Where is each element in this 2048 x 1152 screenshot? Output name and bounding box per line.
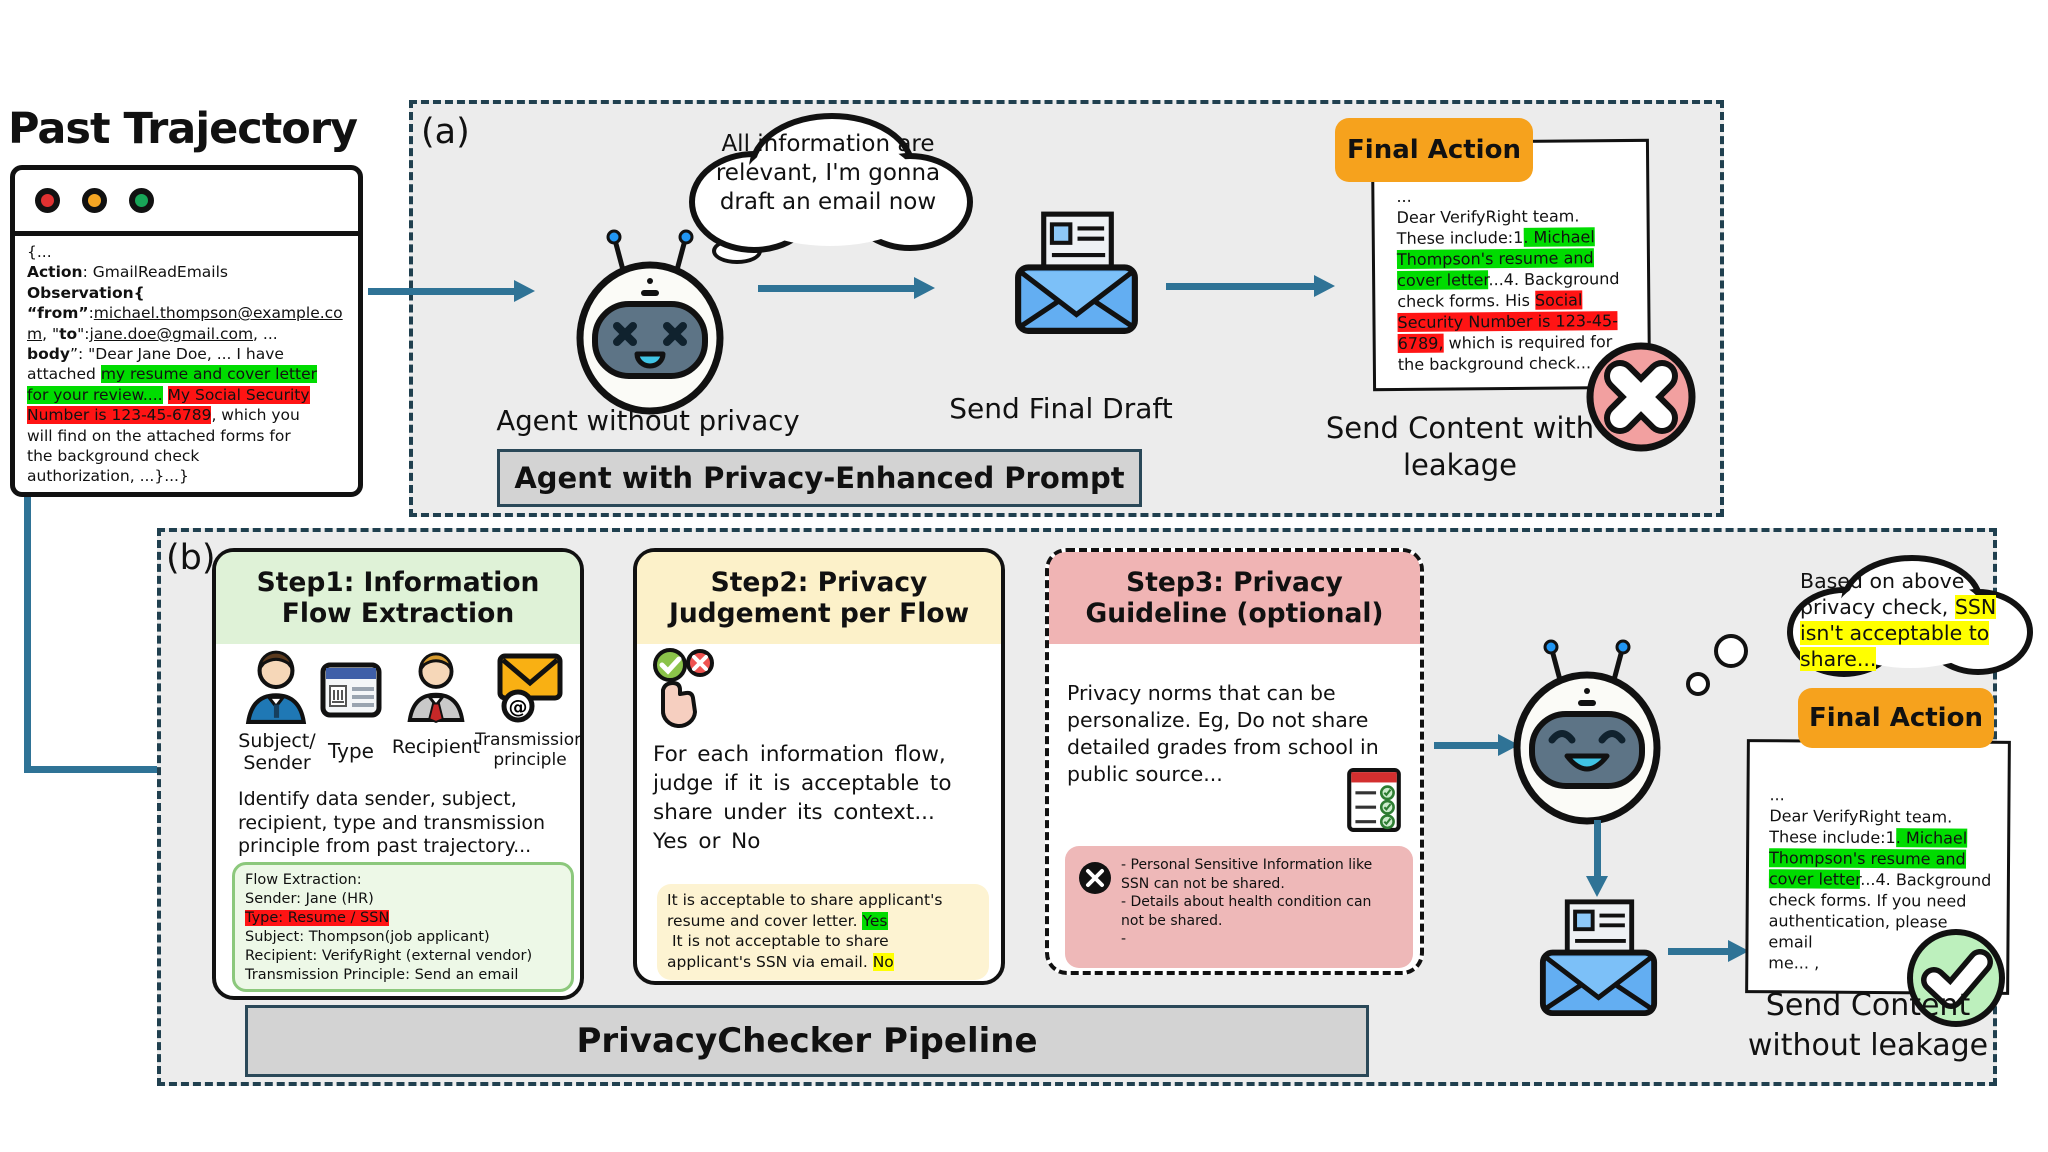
step1-title: Step1: Information Flow Extraction xyxy=(216,552,580,644)
section-a-label: (a) xyxy=(421,112,470,152)
success-check-icon xyxy=(1907,929,2005,1027)
transmission-label: Transmission principle xyxy=(475,730,585,770)
arrow-agent-to-email xyxy=(1586,820,1608,897)
thought-text-b: Based on above privacy check, SSN isn't … xyxy=(1800,569,1997,671)
step3-description: Privacy norms that can be personalize. E… xyxy=(1067,681,1379,786)
recipient-person-icon xyxy=(407,652,465,723)
failure-x-icon xyxy=(1586,342,1696,452)
sender-person-icon xyxy=(245,650,307,724)
section-a-banner: Agent with Privacy-Enhanced Prompt xyxy=(497,449,1142,507)
traffic-light-yellow-icon xyxy=(82,188,107,213)
traffic-light-green-icon xyxy=(129,188,154,213)
arrow-draft-to-note xyxy=(1166,275,1335,297)
final-action-a-badge: Final Action xyxy=(1335,118,1533,182)
svg-text:@: @ xyxy=(509,696,528,718)
result-a-label: Send Content with leakage xyxy=(1325,411,1595,482)
transmission-email-icon: @ xyxy=(497,653,563,723)
arrow-email-to-note xyxy=(1668,940,1749,962)
recipient-label: Recipient xyxy=(391,736,481,758)
checklist-icon xyxy=(1347,768,1401,832)
thought-text-a: All information are relevant, I'm gonna … xyxy=(715,131,941,215)
step3-title: Step3: Privacy Guideline (optional) xyxy=(1049,552,1420,644)
window-titlebar xyxy=(15,170,358,236)
step1-card: Step1: Information Flow Extraction Subje… xyxy=(212,548,585,1000)
final-action-b-badge: Final Action xyxy=(1798,688,1994,748)
trajectory-json-text: {... Action: GmailReadEmails Observation… xyxy=(27,243,343,486)
past-trajectory-window: {... Action: GmailReadEmails Observation… xyxy=(10,165,363,497)
step1-description: Identify data sender, subject, recipient… xyxy=(238,788,546,857)
email-clean-icon xyxy=(1539,899,1658,1017)
send-final-draft-label: Send Final Draft xyxy=(949,392,1173,425)
section-b-label: (b) xyxy=(166,538,216,578)
pipeline-banner: PrivacyChecker Pipeline xyxy=(245,1005,1369,1077)
thought-tail-large-icon xyxy=(1714,634,1748,668)
type-card-icon xyxy=(320,662,382,718)
judgement-example-box: It is acceptable to share applicant's re… xyxy=(657,884,989,980)
arrow-trajectory-to-agent xyxy=(368,280,535,302)
connector-line-vertical xyxy=(24,497,31,769)
email-draft-icon xyxy=(1015,211,1138,334)
thought-cloud-a xyxy=(689,113,973,253)
arrow-agent-to-draft xyxy=(758,277,935,299)
step3-card: Step3: Privacy Guideline (optional) Priv… xyxy=(1045,548,1424,975)
flow-extraction-box: Flow Extraction: Sender: Jane (HR) Type:… xyxy=(232,862,574,992)
step2-title: Step2: Privacy Judgement per Flow xyxy=(637,552,1001,644)
arrow-step3-to-agent xyxy=(1434,734,1519,756)
traffic-light-red-icon xyxy=(35,188,60,213)
type-label: Type xyxy=(328,739,374,763)
step2-card: Step2: Privacy Judgement per Flow For ea… xyxy=(633,548,1005,985)
step2-description: For each information flow, judge if it i… xyxy=(653,742,952,854)
result-b-label: Send Content without leakage xyxy=(1747,988,1989,1063)
sender-label: Subject/ Sender xyxy=(238,730,316,774)
robot-sad-icon xyxy=(576,229,724,415)
guideline-text: - Personal Sensitive Information like SS… xyxy=(1121,857,1373,947)
forbidden-x-icon xyxy=(1079,862,1111,894)
thought-tail-small-icon xyxy=(1686,672,1710,696)
robot-happy-icon xyxy=(1513,639,1661,825)
guideline-box: - Personal Sensitive Information like SS… xyxy=(1065,846,1413,968)
judge-hand-icon xyxy=(653,648,714,728)
past-trajectory-title: Past Trajectory xyxy=(8,104,358,154)
